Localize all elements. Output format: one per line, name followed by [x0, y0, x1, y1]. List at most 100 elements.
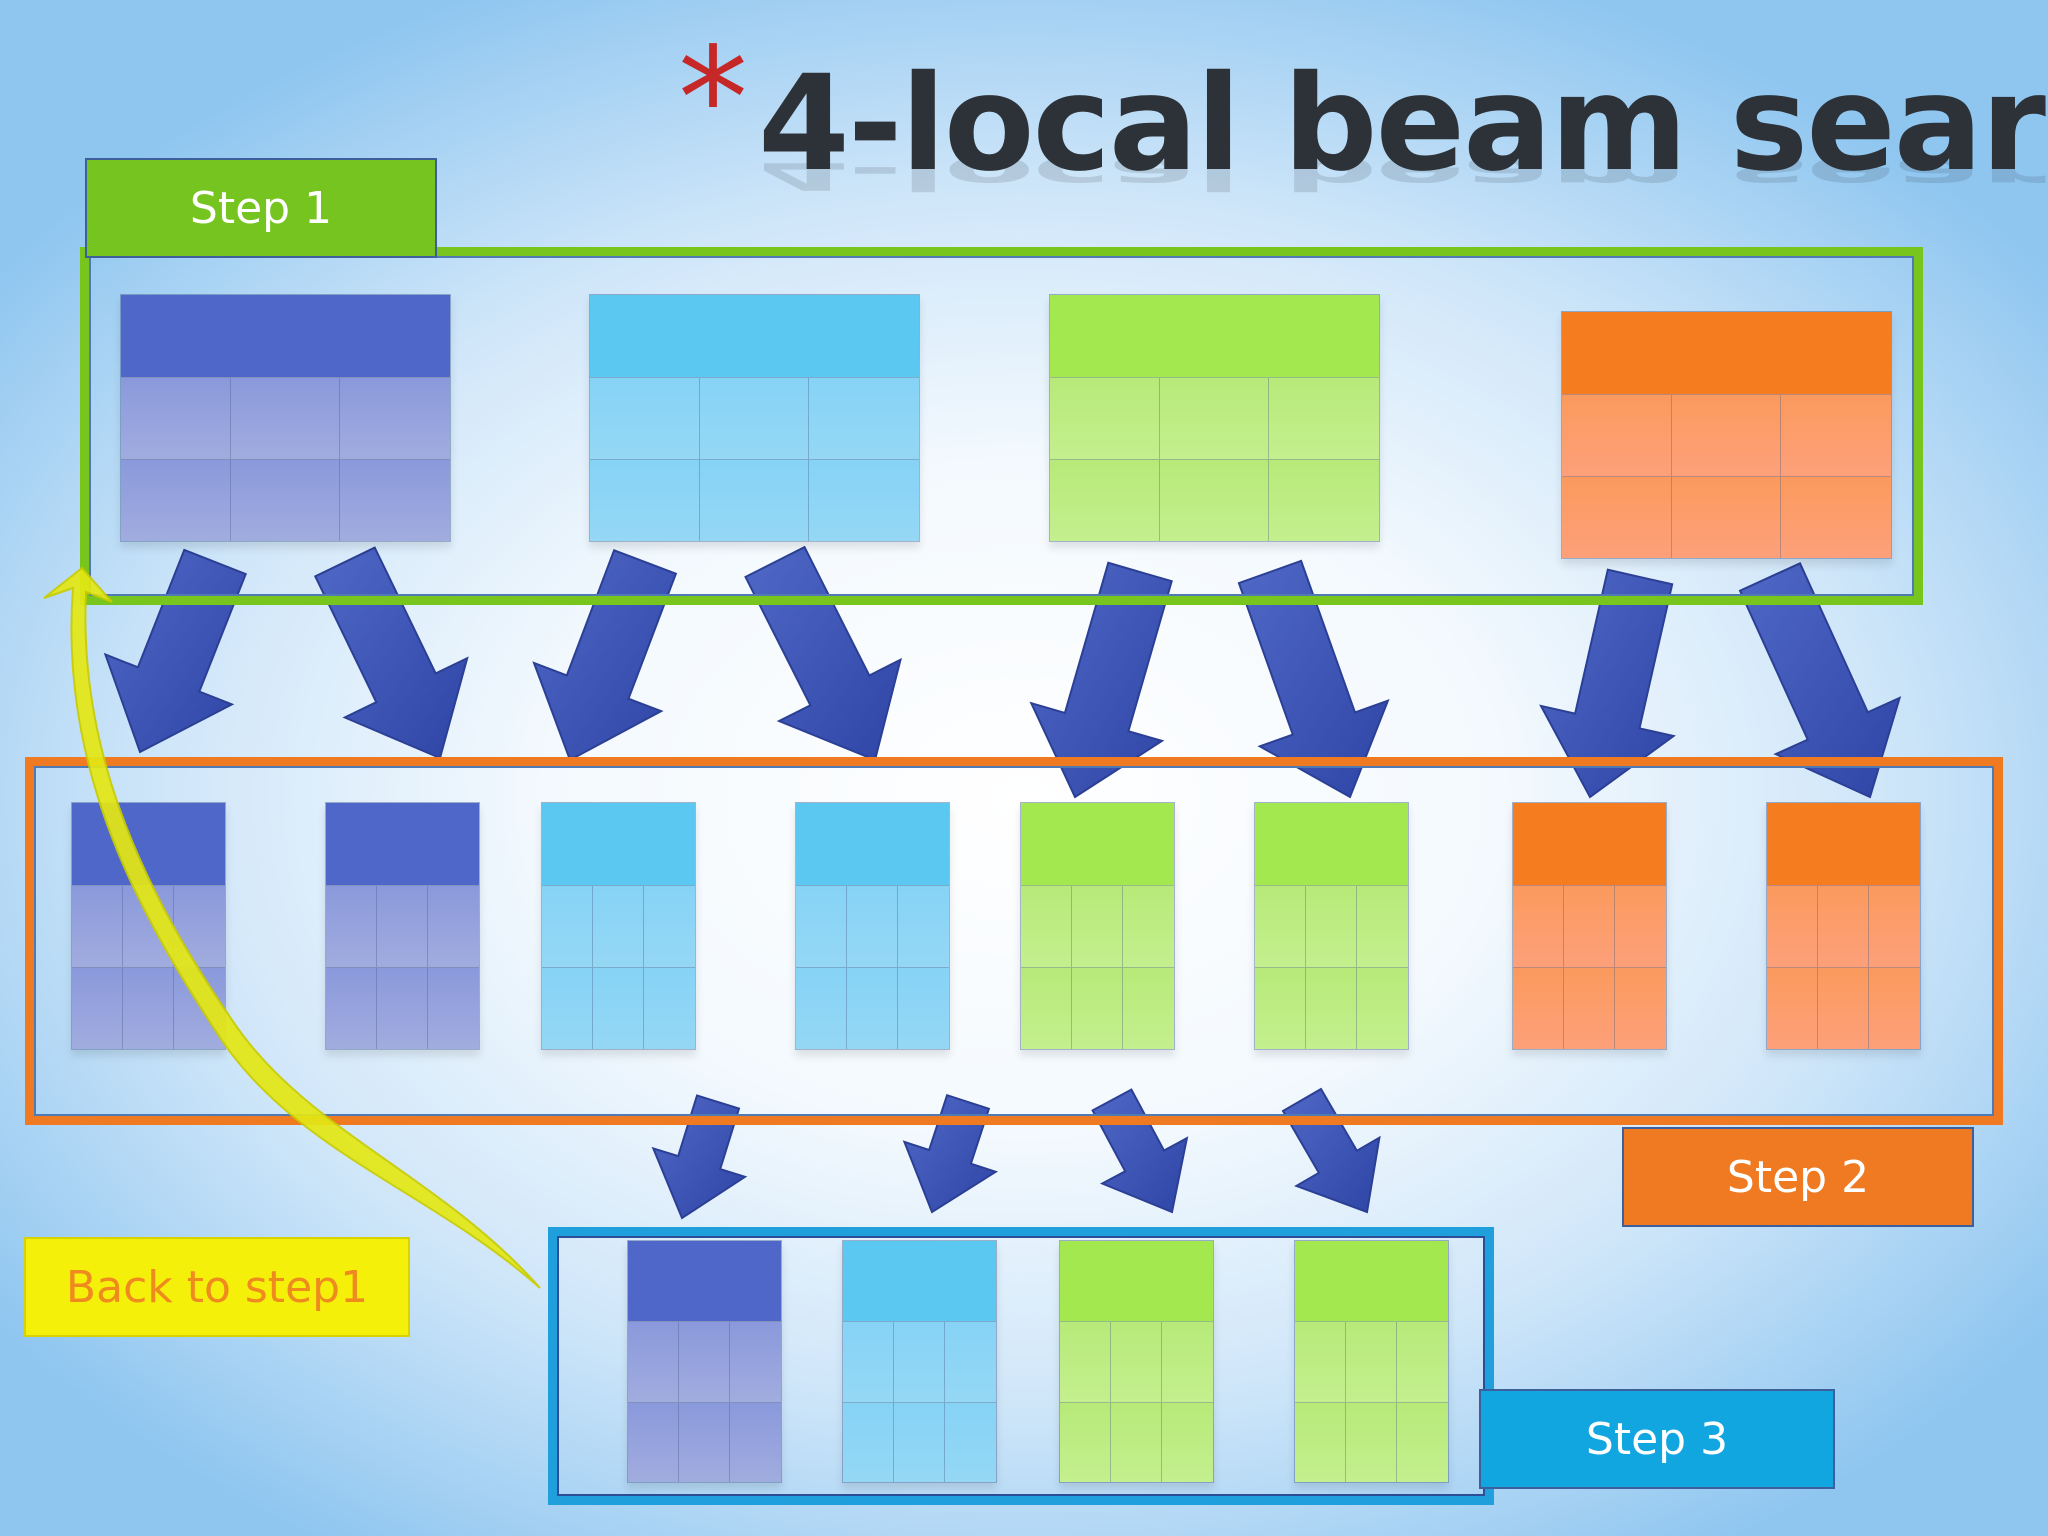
state-cell: [809, 376, 919, 459]
state-cell: [590, 376, 700, 459]
state-cell: [428, 884, 479, 967]
state-cell: [1021, 966, 1072, 1049]
state-header: [1255, 803, 1408, 885]
step2-node-3: [541, 802, 696, 1050]
state-cell: [1050, 458, 1160, 541]
state-grid: [843, 1321, 996, 1482]
state-cell: [843, 1401, 894, 1482]
state-cell: [644, 884, 695, 967]
state-cell: [730, 1401, 781, 1482]
state-cell: [1111, 1321, 1162, 1402]
state-cell: [1781, 393, 1891, 476]
state-grid: [628, 1321, 781, 1482]
state-cell: [542, 884, 593, 967]
transition-arrow: [1738, 561, 1902, 799]
state-cell: [542, 966, 593, 1049]
back-to-step1-arrow: [43, 566, 541, 1289]
state-grid: [121, 376, 450, 541]
state-cell: [121, 458, 231, 541]
step2-frame: [25, 757, 2003, 1125]
state-cell: [590, 458, 700, 541]
state-cell: [1562, 475, 1672, 558]
state-cell: [1162, 1321, 1213, 1402]
step1-label: Step 1: [85, 158, 437, 258]
state-grid: [1021, 884, 1174, 1049]
state-cell: [894, 1401, 945, 1482]
state-cell: [593, 884, 644, 967]
state-cell: [230, 376, 341, 459]
state-cell: [894, 1321, 945, 1402]
step2-node-4: [795, 802, 950, 1050]
state-cell: [1111, 1401, 1162, 1482]
transition-arrow: [1539, 568, 1676, 799]
step2-node-5: [1020, 802, 1175, 1050]
state-cell: [1306, 966, 1357, 1049]
state-cell: [1159, 458, 1270, 541]
state-cell: [230, 458, 341, 541]
state-header: [796, 803, 949, 885]
state-grid: [1255, 884, 1408, 1049]
state-grid: [1050, 376, 1379, 541]
state-cell: [377, 966, 428, 1049]
state-cell: [699, 458, 810, 541]
state-cell: [1123, 884, 1174, 967]
state-cell: [72, 966, 123, 1049]
state-cell: [1767, 884, 1818, 967]
step2-node-7: [1512, 802, 1667, 1050]
state-cell: [593, 966, 644, 1049]
back-to-step1-label: Back to step1: [24, 1237, 410, 1337]
state-header: [1562, 312, 1891, 394]
state-cell: [1269, 458, 1379, 541]
state-header: [542, 803, 695, 885]
step2-node-8: [1766, 802, 1921, 1050]
step3-node-1: [627, 1240, 782, 1483]
state-cell: [1346, 1401, 1397, 1482]
state-header: [72, 803, 225, 885]
state-cell: [945, 1401, 996, 1482]
state-cell: [809, 458, 919, 541]
transition-arrow: [1029, 561, 1173, 799]
state-cell: [847, 884, 898, 967]
state-header: [1060, 1241, 1213, 1322]
state-cell: [1869, 884, 1920, 967]
state-header: [590, 295, 919, 377]
step3-node-2: [842, 1240, 997, 1483]
state-cell: [796, 884, 847, 967]
state-cell: [1397, 1401, 1448, 1482]
state-cell: [898, 884, 949, 967]
state-cell: [898, 966, 949, 1049]
state-cell: [1767, 966, 1818, 1049]
step1-node-2: [589, 294, 920, 542]
state-cell: [1295, 1321, 1346, 1402]
state-cell: [1671, 475, 1782, 558]
state-cell: [1072, 966, 1123, 1049]
state-cell: [123, 966, 174, 1049]
state-grid: [542, 884, 695, 1049]
state-cell: [644, 966, 695, 1049]
state-cell: [1818, 884, 1869, 967]
state-cell: [1615, 966, 1666, 1049]
step2-label: Step 2: [1622, 1127, 1974, 1227]
state-cell: [1869, 966, 1920, 1049]
state-cell: [679, 1321, 730, 1402]
state-cell: [377, 884, 428, 967]
state-cell: [1397, 1321, 1448, 1402]
state-cell: [847, 966, 898, 1049]
transition-arrow: [1237, 559, 1390, 799]
state-cell: [628, 1321, 679, 1402]
state-cell: [796, 966, 847, 1049]
state-cell: [1295, 1401, 1346, 1482]
state-cell: [1564, 966, 1615, 1049]
state-cell: [1781, 475, 1891, 558]
state-grid: [1060, 1321, 1213, 1482]
state-grid: [326, 884, 479, 1049]
state-cell: [1072, 884, 1123, 967]
step1-node-4: [1561, 311, 1892, 559]
state-cell: [1357, 884, 1408, 967]
step2-node-6: [1254, 802, 1409, 1050]
state-cell: [1269, 376, 1379, 459]
state-cell: [1050, 376, 1160, 459]
step3-frame: [548, 1227, 1494, 1505]
